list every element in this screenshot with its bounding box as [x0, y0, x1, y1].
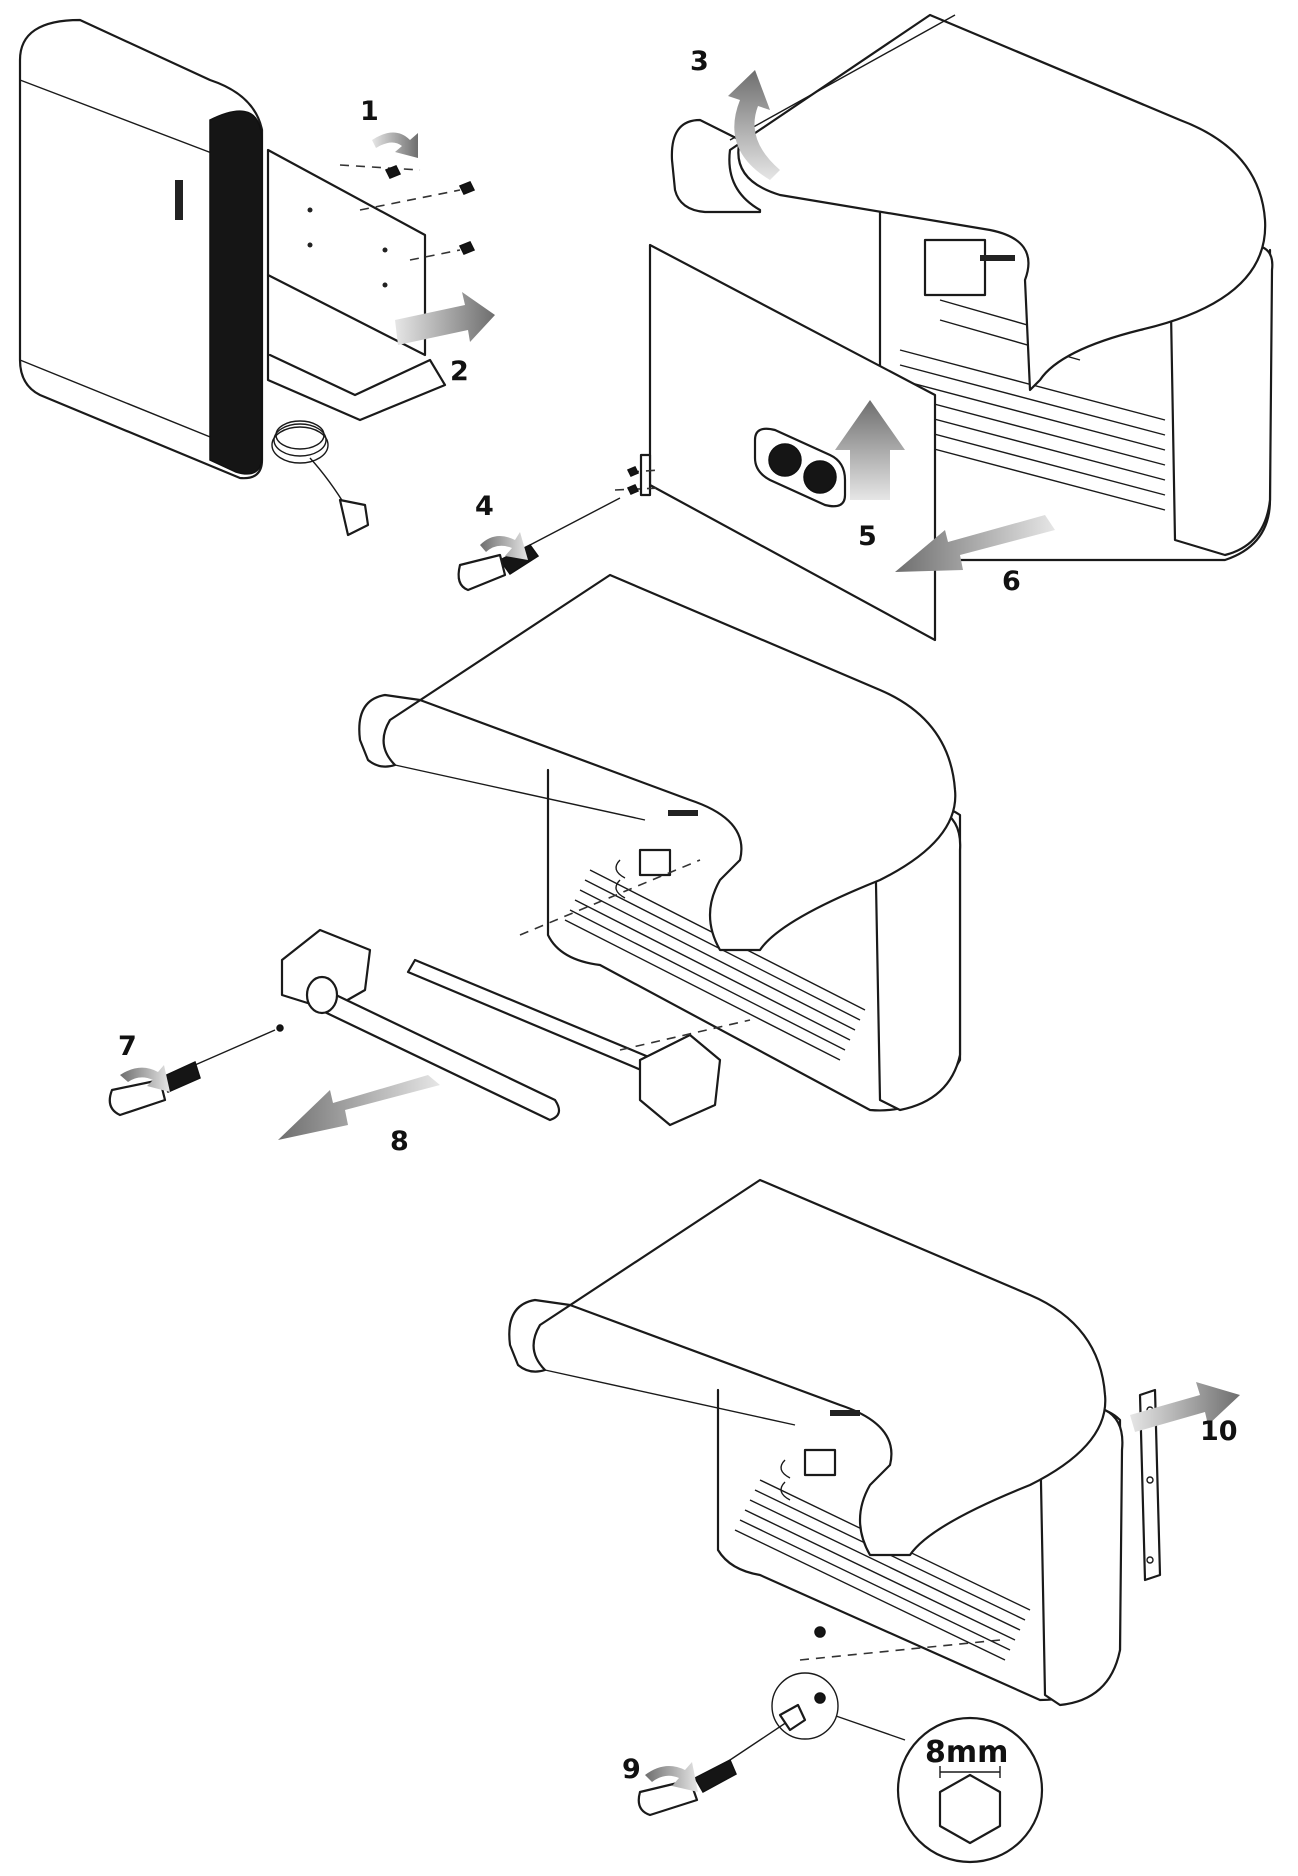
slide-arrow-2	[395, 292, 495, 345]
cover-logo-middle	[668, 810, 698, 816]
heater-front-grille	[209, 110, 263, 475]
screwdriver-9	[637, 1639, 1001, 1817]
top-cover-bottom	[508, 1178, 1107, 1557]
wall-bracket	[266, 148, 447, 422]
hex-nut-icon	[938, 1773, 1002, 1845]
pull-arrow-6	[895, 515, 1055, 572]
rear-wall-bracket	[1138, 1388, 1162, 1582]
top-cover-lifted	[670, 13, 1267, 392]
step-label-4: 4	[475, 491, 494, 522]
wrench-size-label: 8mm	[925, 1735, 1008, 1770]
screwdriver-4	[457, 497, 621, 592]
rotate-arrow-9	[645, 1762, 698, 1792]
heater-front-unit	[18, 18, 264, 480]
top-cover-middle	[358, 573, 957, 952]
step-label-2: 2	[450, 356, 469, 387]
heating-element	[280, 859, 751, 1127]
pull-arrow-10	[1130, 1382, 1240, 1432]
rotate-arrow-7	[120, 1065, 170, 1092]
pull-arrow-8	[278, 1075, 440, 1140]
step-label-8: 8	[390, 1126, 409, 1157]
wrench-size-callout: 8mm	[835, 1715, 1044, 1864]
front-panel	[639, 243, 937, 642]
step-label-6: 6	[1002, 566, 1021, 597]
cover-logo-bottom	[830, 1410, 860, 1416]
rotate-arrow-4	[480, 532, 528, 560]
step-label-3: 3	[690, 46, 709, 77]
step-label-7: 7	[118, 1031, 137, 1062]
screws-step4	[614, 466, 661, 495]
step-label-5: 5	[858, 521, 877, 552]
step-label-9: 9	[622, 1754, 641, 1785]
cover-logo	[980, 255, 1015, 261]
screws-step1	[339, 164, 476, 261]
lift-arrow-5	[835, 400, 905, 500]
step-label-1: 1	[360, 96, 379, 127]
power-cord	[271, 420, 370, 537]
lift-arrow-3	[728, 70, 780, 180]
screwdriver-7	[108, 1024, 284, 1117]
heater-logo	[175, 180, 183, 220]
rotate-arrow-1	[372, 132, 418, 158]
step-label-10: 10	[1200, 1416, 1238, 1447]
